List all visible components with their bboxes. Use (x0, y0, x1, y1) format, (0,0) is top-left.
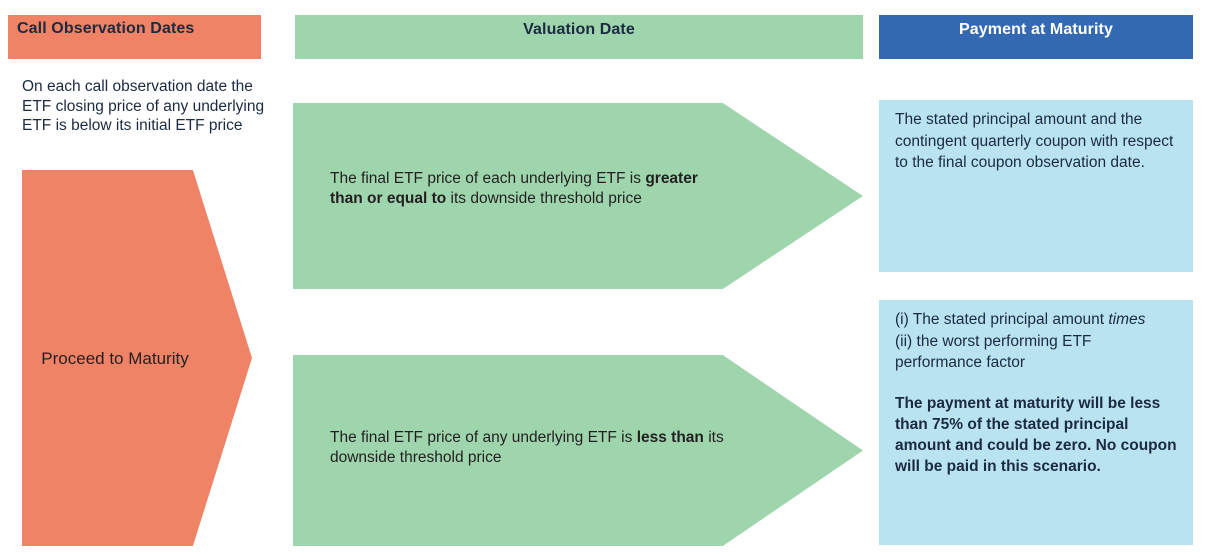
payment-outcome-box-1: The stated principal amount and the cont… (879, 100, 1193, 272)
payment-outcome-box-2-formula-italic: times (1108, 311, 1146, 328)
header-valuation-date: Valuation Date (295, 15, 863, 59)
payment-outcome-box-2-formula: (i) The stated principal amount times (i… (895, 309, 1179, 374)
valuation-branch-2-emphasis: less than (636, 429, 704, 446)
header-payment-at-maturity: Payment at Maturity (879, 15, 1193, 59)
payment-outcome-box-2-warning: The payment at maturity will be less tha… (895, 394, 1177, 475)
valuation-branch-1-text-part2: its downside threshold price (446, 190, 642, 207)
proceed-to-maturity-arrow: Proceed to Maturity (22, 170, 252, 546)
valuation-branch-1-arrow: The final ETF price of each underlying E… (293, 103, 863, 289)
proceed-to-maturity-label: Proceed to Maturity (41, 348, 189, 368)
valuation-branch-1-emphasis: greater than or equal to (330, 170, 698, 207)
payment-outcome-box-2-formula-part1: (i) The stated principal amount (895, 311, 1109, 328)
header-payment-at-maturity-label: Payment at Maturity (959, 21, 1113, 38)
call-observation-condition-text: On each call observation date the ETF cl… (22, 78, 265, 134)
valuation-branch-1-text-part1: The final ETF price of each underlying E… (330, 170, 646, 187)
payment-outcome-box-2-spacer (895, 374, 1179, 393)
valuation-branch-2-text: The final ETF price of any underlying ET… (330, 428, 730, 468)
payment-outcome-box-2: (i) The stated principal amount times (i… (879, 300, 1193, 545)
valuation-branch-1-text: The final ETF price of each underlying E… (330, 169, 730, 209)
header-valuation-date-label: Valuation Date (523, 21, 635, 38)
valuation-branch-2-arrow: The final ETF price of any underlying ET… (293, 355, 863, 546)
header-call-observation-dates: Call Observation Dates (8, 15, 261, 59)
payment-outcome-box-1-text: The stated principal amount and the cont… (895, 111, 1174, 171)
valuation-branch-1-arrow-shape (293, 103, 863, 289)
header-call-observation-dates-label: Call Observation Dates (17, 20, 195, 37)
payment-outcome-box-2-formula-part2: (ii) the worst performing ETF performanc… (895, 332, 1092, 372)
valuation-branch-2-text-part2: its downside threshold price (330, 429, 724, 466)
valuation-branch-2-arrow-shape (293, 355, 863, 546)
valuation-branch-2-text-part1: The final ETF price of any underlying ET… (330, 429, 637, 446)
